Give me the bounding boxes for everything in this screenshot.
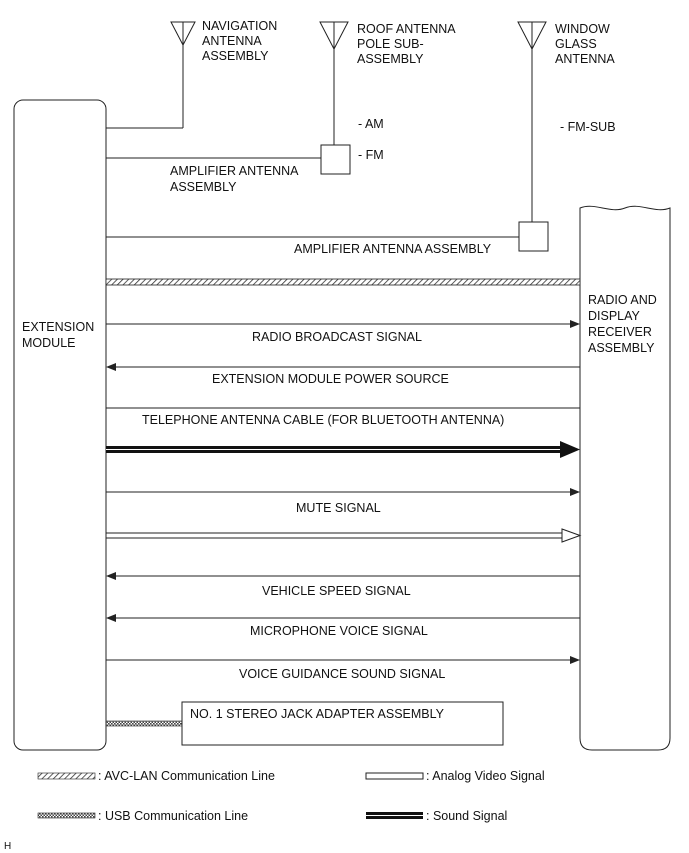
microphone-signal-arrow bbox=[106, 614, 580, 622]
telephone-cable-label: TELEPHONE ANTENNA CABLE (FOR BLUETOOTH A… bbox=[142, 413, 504, 427]
mute-signal-label: MUTE SIGNAL bbox=[296, 501, 381, 515]
legend-analog-video-label: : Analog Video Signal bbox=[426, 769, 545, 783]
power-source-label: EXTENSION MODULE POWER SOURCE bbox=[212, 372, 449, 386]
window-glass-antenna-label: WINDOW GLASS ANTENNA bbox=[555, 22, 615, 66]
stereo-jack-adapter-label: NO. 1 STEREO JACK ADAPTER ASSEMBLY bbox=[190, 707, 445, 721]
legend-sound-label: : Sound Signal bbox=[426, 809, 507, 823]
fm-label: - FM bbox=[358, 148, 384, 162]
stereo-jack-adapter-box bbox=[181, 701, 504, 746]
analog-video-arrow bbox=[106, 528, 582, 543]
voice-guidance-arrow bbox=[106, 656, 580, 664]
legend-usb-swatch bbox=[37, 812, 96, 819]
extension-module-box bbox=[13, 99, 107, 751]
vehicle-speed-arrow bbox=[106, 572, 580, 580]
microphone-signal-label: MICROPHONE VOICE SIGNAL bbox=[250, 624, 428, 638]
legend-avc-lan-swatch bbox=[37, 772, 96, 780]
radio-receiver-box bbox=[579, 205, 671, 751]
sound-signal-arrow bbox=[106, 441, 580, 458]
power-source-arrow bbox=[106, 363, 580, 371]
legend-sound-swatch bbox=[366, 812, 423, 819]
radio-broadcast-arrow bbox=[106, 320, 580, 328]
avc-lan-line bbox=[105, 278, 581, 286]
fm-sub-label: - FM-SUB bbox=[560, 120, 616, 134]
extension-module-label: EXTENSION MODULE bbox=[22, 320, 98, 350]
am-label: - AM bbox=[358, 117, 384, 131]
vehicle-speed-label: VEHICLE SPEED SIGNAL bbox=[262, 584, 411, 598]
navigation-antenna-label: NAVIGATION ANTENNA ASSEMBLY bbox=[202, 19, 281, 63]
navigation-antenna-icon bbox=[106, 21, 196, 129]
radio-receiver-label: RADIO AND DISPLAY RECEIVER ASSEMBLY bbox=[588, 293, 660, 355]
radio-broadcast-label: RADIO BROADCAST SIGNAL bbox=[252, 330, 422, 344]
roof-antenna-icon bbox=[106, 21, 351, 175]
amplifier-antenna-lower-label: AMPLIFIER ANTENNA ASSEMBLY bbox=[294, 242, 492, 256]
amplifier-antenna-upper-label: AMPLIFIER ANTENNA ASSEMBLY bbox=[170, 164, 301, 194]
legend-analog-video-swatch bbox=[365, 772, 424, 780]
roof-antenna-label: ROOF ANTENNA POLE SUB- ASSEMBLY bbox=[357, 22, 458, 66]
voice-guidance-label: VOICE GUIDANCE SOUND SIGNAL bbox=[239, 667, 445, 681]
legend-avc-lan-label: : AVC-LAN Communication Line bbox=[98, 769, 275, 783]
corner-mark: H bbox=[4, 841, 11, 852]
mute-signal-arrow bbox=[106, 488, 580, 496]
usb-line bbox=[105, 720, 183, 727]
legend-usb-label: : USB Communication Line bbox=[98, 809, 248, 823]
window-glass-antenna-icon bbox=[106, 21, 549, 252]
